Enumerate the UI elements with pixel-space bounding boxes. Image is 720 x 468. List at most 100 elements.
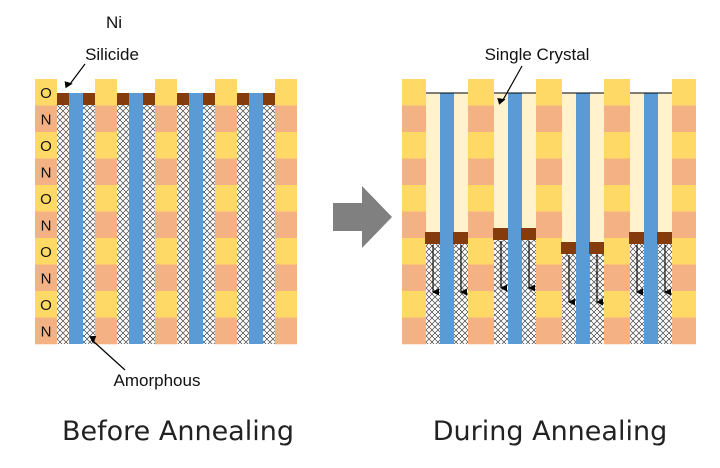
stack-layer: [536, 158, 562, 186]
hole-top: [630, 79, 644, 93]
hole-top: [263, 79, 275, 93]
channel-top: [189, 93, 203, 97]
stack-layer: [215, 185, 237, 212]
stack-layer: [275, 291, 297, 318]
amorphous-label: Amorphous: [114, 371, 201, 390]
hole-top: [658, 79, 672, 93]
stack-layer: [155, 185, 177, 212]
stack-layer: [536, 264, 562, 292]
channel-core: [508, 93, 522, 344]
stack-layer: [402, 79, 426, 106]
hole-top: [426, 79, 440, 93]
stack-layer: [215, 105, 237, 133]
layer-letter: N: [41, 324, 52, 341]
stack-layer: [35, 238, 57, 265]
stack-layer: [402, 238, 426, 265]
stack-layer: [275, 185, 297, 212]
channel-core: [576, 93, 590, 344]
stack-layer: [215, 291, 237, 318]
stack-layer: [468, 264, 494, 292]
stack-layer: [35, 317, 57, 345]
before-annealing-title: Before Annealing: [62, 416, 294, 447]
hole-top: [143, 79, 155, 93]
ni-silicide-cap: [203, 93, 215, 105]
channel-core: [644, 93, 658, 344]
stack-layer: [155, 291, 177, 318]
amorphous-silicon: [522, 240, 536, 344]
stack-layer: [95, 105, 117, 133]
stack-layer: [468, 132, 494, 159]
hole-top: [189, 79, 203, 93]
stack-layer: [536, 317, 562, 345]
stack-layer: [155, 132, 177, 159]
hole-top: [69, 79, 83, 93]
stack-layer: [402, 158, 426, 186]
hole-top: [508, 79, 522, 93]
ni-silicide-cap: [83, 93, 95, 105]
stack-layer: [35, 264, 57, 292]
amorphous-silicon: [117, 93, 129, 344]
stack-layer: [604, 317, 630, 345]
stack-layer: [35, 185, 57, 212]
hole-top: [590, 79, 604, 93]
stack-layer: [672, 79, 696, 106]
stack-layer: [275, 317, 297, 345]
channel-core: [249, 93, 263, 344]
stack-layer: [35, 211, 57, 239]
hole-top: [522, 79, 536, 93]
layer-letter: N: [41, 165, 52, 182]
single-crystal-region: [658, 93, 672, 232]
single-crystal-region: [630, 93, 644, 232]
ni-silicide-cap: [117, 93, 129, 105]
silicide-pointer: [64, 63, 86, 89]
stack-layer: [95, 158, 117, 186]
stack-layer: [95, 79, 117, 106]
stack-layer: [215, 79, 237, 106]
stack-layer: [275, 79, 297, 106]
stack-layer: [215, 264, 237, 292]
during-annealing-panel: [402, 79, 696, 345]
stack-layer: [155, 105, 177, 133]
stack-layer: [35, 132, 57, 159]
stack-layer: [95, 238, 117, 265]
ni-silicide-cap: [57, 93, 69, 105]
ni-silicide-front: [589, 242, 605, 254]
silicide-label: Silicide: [85, 45, 139, 64]
single-crystal-region: [494, 93, 508, 228]
stack-layer: [468, 291, 494, 318]
stack-layer: [536, 291, 562, 318]
stack-layer: [672, 185, 696, 212]
stack-layer: [275, 238, 297, 265]
ni-silicide-front: [453, 232, 469, 244]
hole-top: [644, 79, 658, 93]
process-arrow-icon: [333, 186, 392, 248]
stack-layer: [604, 79, 630, 106]
stack-layer: [604, 105, 630, 133]
amorphous-silicon: [203, 93, 215, 344]
ni-silicide-front: [657, 232, 673, 244]
stack-layer: [215, 238, 237, 265]
stack-layer: [215, 211, 237, 239]
stack-layer: [536, 185, 562, 212]
stack-layer: [95, 132, 117, 159]
stack-layer: [275, 211, 297, 239]
stack-layer: [35, 105, 57, 133]
layer-letter: N: [41, 218, 52, 235]
stack-layer: [604, 158, 630, 186]
stack-layer: [468, 158, 494, 186]
layer-letter: O: [40, 191, 52, 208]
channel-top: [129, 93, 143, 97]
channel-core: [129, 93, 143, 344]
stack-layer: [672, 264, 696, 292]
hole-top: [494, 79, 508, 93]
stack-layer: [536, 105, 562, 133]
channel-core: [189, 93, 203, 344]
ni-silicide-cap: [143, 93, 155, 105]
channel-core: [69, 93, 83, 344]
amorphous-silicon: [177, 93, 189, 344]
amorphous-pointer: [89, 335, 126, 371]
single-crystal-region: [454, 93, 468, 232]
stack-layer: [35, 291, 57, 318]
